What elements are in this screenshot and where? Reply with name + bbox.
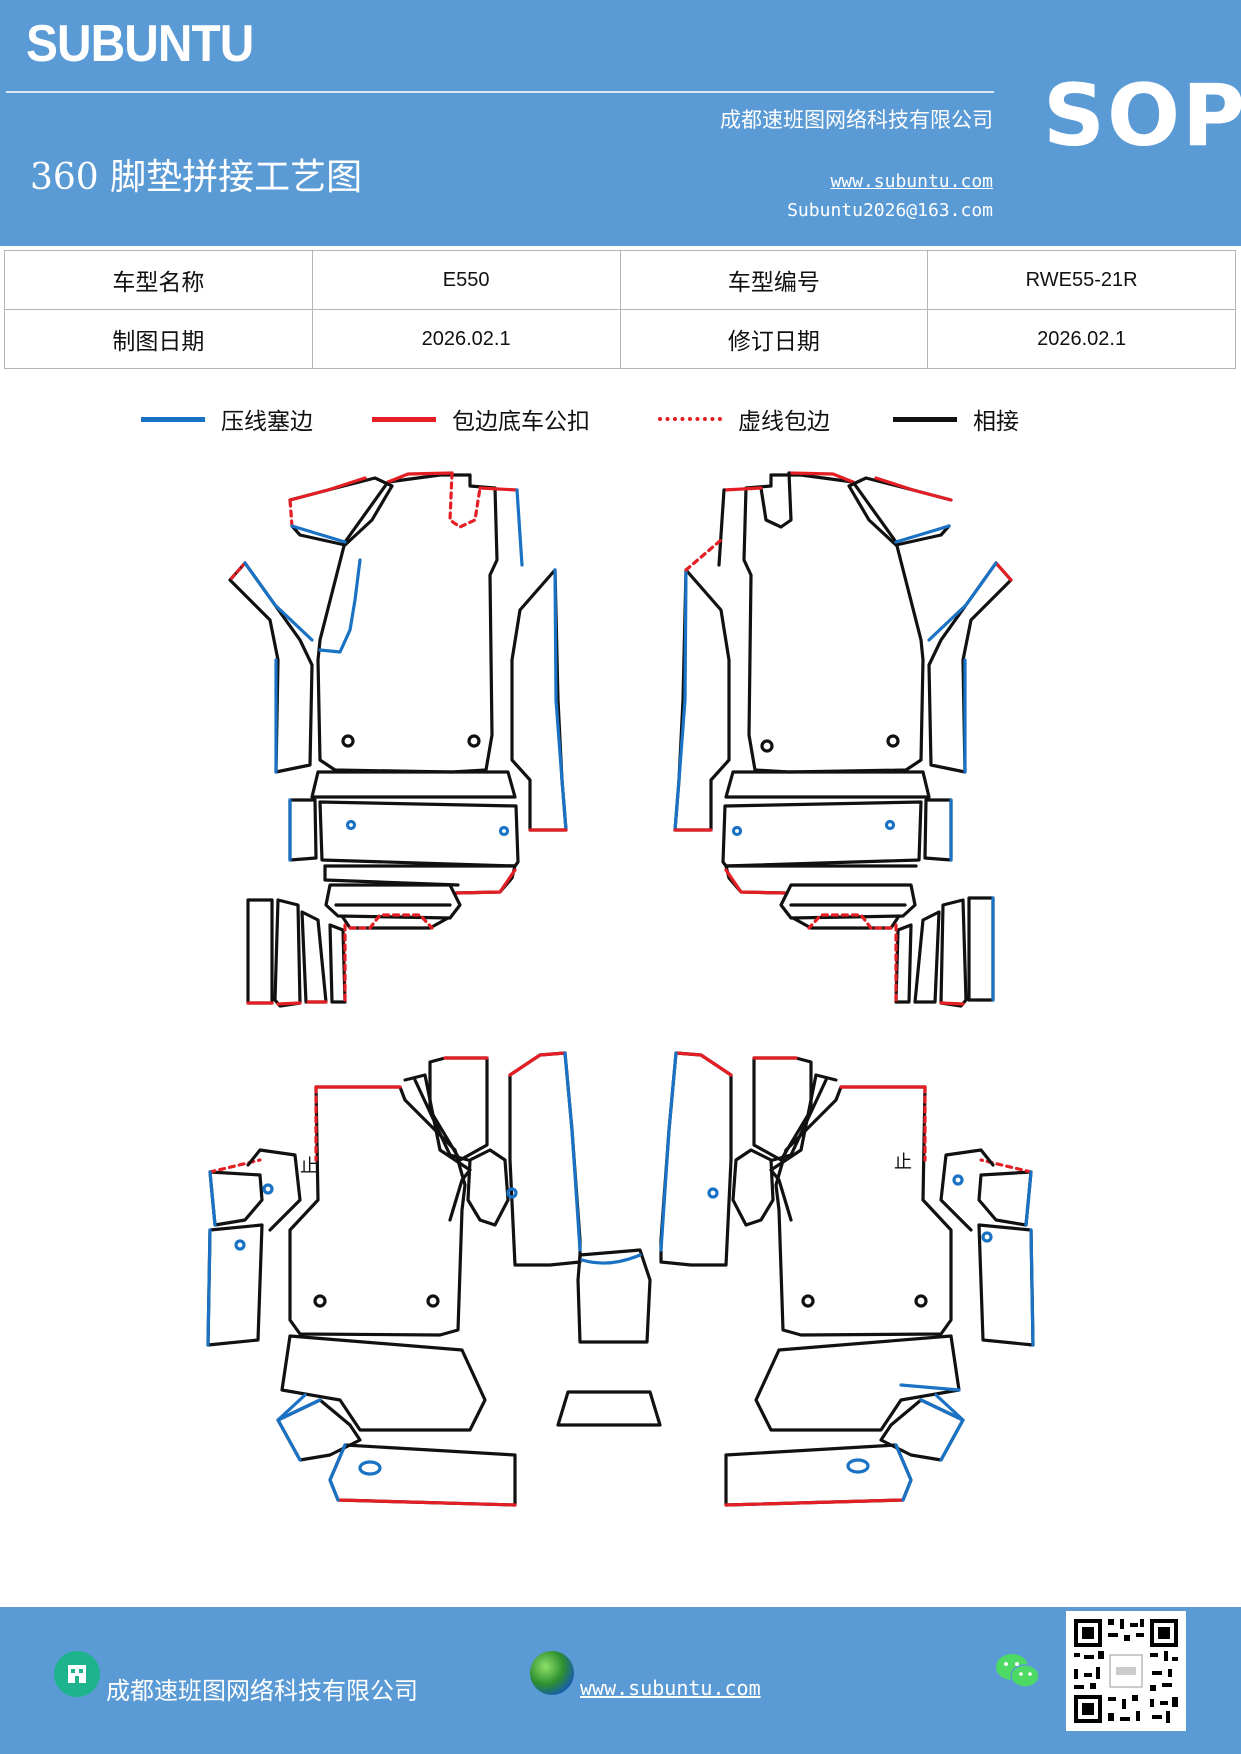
legend-item-dashed-edge: 虚线包边 — [658, 404, 830, 435]
page-title: 360 脚垫拼接工艺图 — [30, 157, 363, 198]
legend-label: 压线塞边 — [221, 409, 313, 435]
globe-icon — [530, 1651, 574, 1695]
qr-code[interactable] — [1066, 1611, 1186, 1731]
header-website-link[interactable]: www.subuntu.com — [830, 171, 993, 192]
footer-company-name: 成都速班图网络科技有限公司 — [106, 1677, 418, 1705]
mat-group-front-left — [228, 471, 568, 1008]
floor-mat-splicing-diagram: 止 — [206, 471, 1035, 1507]
header-divider — [6, 91, 994, 93]
legend-swatch — [372, 416, 436, 422]
wechat-icon[interactable] — [995, 1652, 1041, 1692]
legend-item-red-edge: 包边底车公扣 — [372, 404, 590, 435]
drawing-date-label: 制图日期 — [4, 309, 313, 369]
header-email: Subuntu2026@163.com — [787, 200, 993, 221]
mat-group-front-right — [673, 471, 1013, 1008]
legend-label: 包边底车公扣 — [452, 409, 590, 435]
legend-item-press-line: 压线塞边 — [141, 404, 313, 435]
brand-logo: SUBUNTU — [26, 15, 254, 73]
header-banner — [0, 0, 1241, 246]
legend-swatch — [141, 416, 205, 422]
mat-group-rear-right — [659, 1051, 1035, 1507]
svg-text:止: 止 — [894, 1152, 912, 1173]
drawing-date-value: 2026.02.1 — [311, 309, 621, 369]
table-row: 车型名称 E550 车型编号 RWE55-21R — [4, 250, 1236, 310]
model-code-value: RWE55-21R — [927, 250, 1236, 310]
model-name-label: 车型名称 — [4, 250, 313, 310]
vehicle-info-table: 车型名称 E550 车型编号 RWE55-21R 制图日期 2026.02.1 … — [4, 250, 1236, 369]
model-code-label: 车型编号 — [619, 250, 929, 310]
building-icon — [54, 1651, 100, 1697]
svg-text:止: 止 — [300, 1156, 318, 1177]
sop-badge: SOP — [1043, 66, 1241, 166]
legend-label: 虚线包边 — [738, 409, 830, 435]
mat-group-rear-left: 止 — [206, 1051, 662, 1507]
header-company-name: 成都速班图网络科技有限公司 — [720, 108, 993, 132]
model-name-value: E550 — [311, 250, 621, 310]
legend-swatch — [658, 417, 722, 421]
table-row: 制图日期 2026.02.1 修订日期 2026.02.1 — [4, 309, 1236, 369]
revision-date-label: 修订日期 — [619, 309, 929, 369]
revision-date-value: 2026.02.1 — [927, 309, 1236, 369]
legend-swatch — [893, 416, 957, 422]
legend-label: 相接 — [973, 409, 1019, 435]
legend-item-join: 相接 — [893, 404, 1019, 435]
footer-website-link[interactable]: www.subuntu.com — [580, 1676, 761, 1700]
